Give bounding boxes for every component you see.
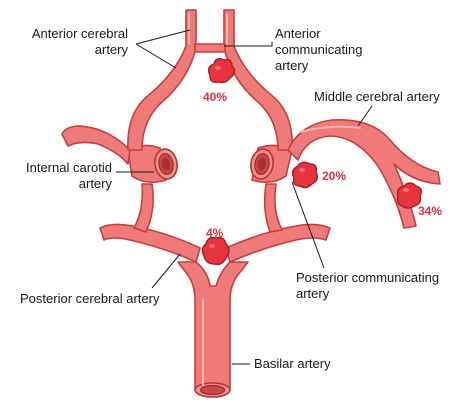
percent-posterior-communicating: 20% (322, 169, 346, 183)
aneurysm-middle-cerebral (396, 182, 423, 209)
percent-middle-cerebral: 34% (418, 204, 442, 218)
label-posterior-cerebral: Posterior cerebral artery (20, 291, 160, 306)
label-internal-carotid-2: artery (79, 176, 113, 191)
percent-basilar-tip: 4% (206, 226, 224, 240)
label-posterior-communicating-2: artery (296, 286, 330, 301)
leader-posterior-communicating (291, 181, 325, 269)
vessel-network (61, 9, 441, 398)
right-carotid-lumen-core (257, 157, 267, 171)
left-carotid-lumen-core (161, 157, 171, 171)
label-basilar: Basilar artery (254, 356, 331, 371)
aneurysm-basilar-tip (201, 236, 230, 266)
label-anterior-cerebral-1: Anterior cerebral (32, 26, 128, 41)
basilar-artery-lumen-inner (199, 384, 226, 396)
label-internal-carotid-1: Internal carotid (26, 160, 112, 175)
aneurysm-anterior-communicating (207, 57, 236, 84)
percent-anterior-communicating: 40% (203, 90, 227, 104)
left-anterior-cerebral-artery (127, 9, 197, 151)
right-posterior-communicating-artery (263, 183, 283, 233)
right-anterior-cerebral-artery (223, 9, 293, 151)
leader-anterior-communicating (224, 42, 273, 47)
labels: Anterior cerebral artery Anterior commun… (20, 26, 440, 371)
aneurysm-posterior-communicating (291, 161, 319, 189)
vessel-highlight (299, 125, 361, 133)
anterior-communicating-artery (194, 43, 226, 53)
label-anterior-communicating-3: artery (275, 58, 309, 73)
left-posterior-cerebral-artery (99, 223, 201, 263)
label-anterior-cerebral-2: artery (95, 42, 129, 57)
leader-lines (116, 29, 373, 365)
basilar-artery (177, 261, 249, 391)
left-middle-cerebral-artery (61, 125, 131, 165)
label-middle-cerebral: Middle cerebral artery (314, 89, 440, 104)
leader-middle-cerebral (357, 105, 373, 127)
aneurysm-percentages: 40% 20% 34% 4% (203, 90, 442, 240)
left-posterior-communicating-artery (133, 183, 154, 233)
right-posterior-cerebral-artery (225, 223, 331, 263)
label-anterior-communicating-2: communicating (275, 42, 362, 57)
leader-anterior-cerebral (135, 29, 191, 69)
label-anterior-communicating-1: Anterior (275, 26, 321, 41)
label-posterior-communicating-1: Posterior communicating (296, 270, 439, 285)
leader-posterior-cerebral (151, 253, 181, 289)
